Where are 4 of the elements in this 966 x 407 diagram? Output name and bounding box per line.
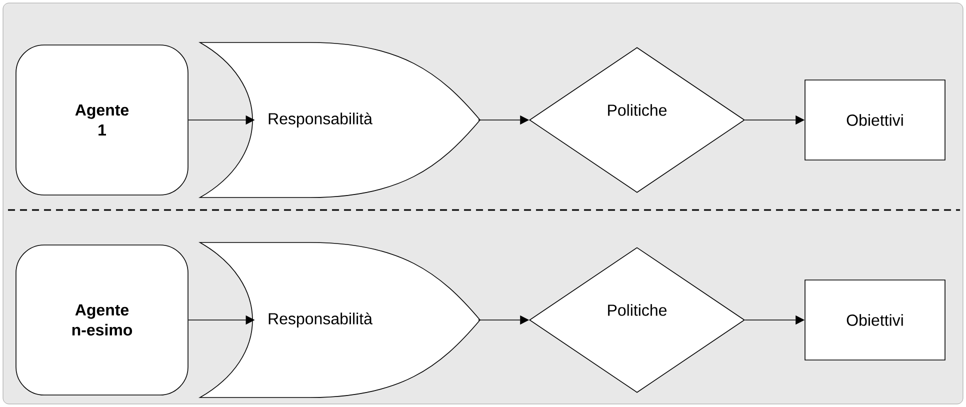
goal-box: Obiettivi (804, 280, 946, 360)
agent-box: Agente n-esimo (16, 244, 188, 396)
agent-box: Agente 1 (16, 44, 188, 196)
goal-box: Obiettivi (804, 80, 946, 160)
